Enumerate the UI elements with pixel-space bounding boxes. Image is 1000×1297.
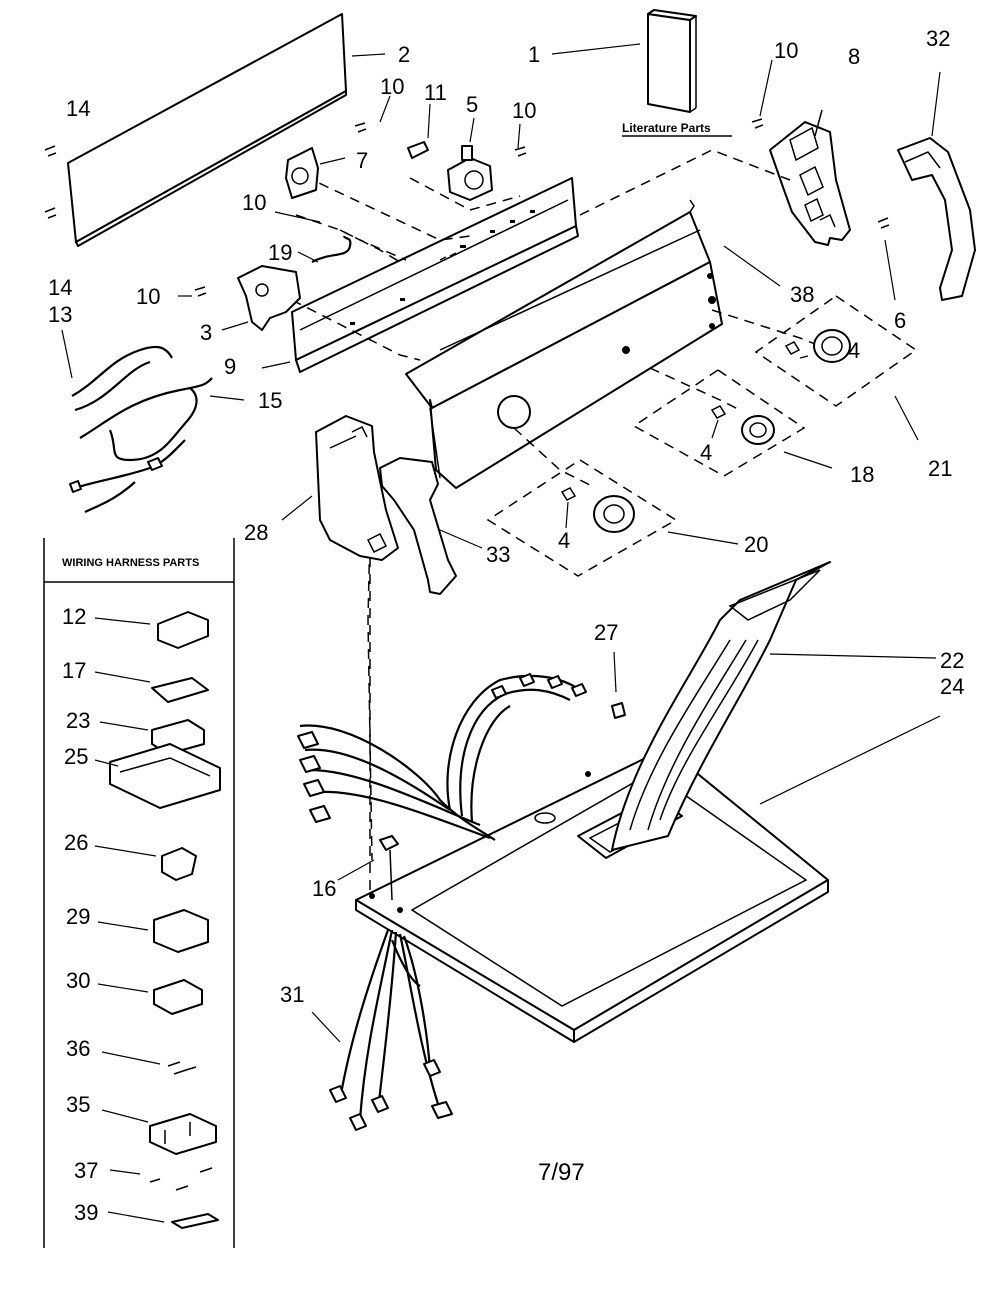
harness-part-30 [97, 979, 203, 1015]
part-7-switch [285, 147, 346, 199]
harness-part-39 [107, 1211, 219, 1229]
part-24-top [355, 715, 941, 1043]
callout-labels: 1 2 3 4 4 4 5 6 7 8 9 10 10 10 10 10 11 … [48, 26, 964, 1225]
harness-part-36 [101, 1051, 197, 1075]
date-code: 7/97 [538, 1159, 585, 1186]
leader-4a [799, 355, 809, 359]
part-31-lower-harness [311, 929, 453, 1131]
harness-label-25: 25 [64, 744, 88, 769]
label-16: 16 [312, 876, 336, 901]
harness-part-35 [101, 1109, 217, 1155]
harness-part-26 [94, 845, 197, 881]
part-8-end-cap [769, 109, 851, 246]
label-27: 27 [594, 620, 618, 645]
harness-label-35: 35 [66, 1092, 90, 1117]
label-1: 1 [528, 42, 540, 67]
label-2: 2 [398, 42, 410, 67]
label-7: 7 [356, 148, 368, 173]
harness-label-12: 12 [62, 604, 86, 629]
label-10-b: 10 [512, 98, 536, 123]
label-14-a: 14 [66, 96, 90, 121]
part-1-literature [551, 9, 697, 113]
label-8: 8 [848, 44, 860, 69]
harness-label-26: 26 [64, 830, 88, 855]
part-5-timer [447, 117, 493, 201]
label-4a: 4 [848, 338, 860, 363]
part-10-screw-c [194, 286, 207, 297]
wiring-harness-title: WIRING HARNESS PARTS [62, 557, 199, 569]
literature-parts-label: Literature Parts [622, 121, 711, 135]
harness-label-23: 23 [66, 708, 90, 733]
harness-part-25 [94, 743, 221, 809]
part-3-bracket [221, 265, 301, 331]
label-6: 6 [894, 308, 906, 333]
label-18: 18 [850, 462, 874, 487]
label-14-b: 14 [48, 275, 72, 300]
part-28-end-bracket [281, 415, 399, 561]
label-38: 38 [790, 282, 814, 307]
label-33: 33 [486, 542, 510, 567]
label-10-a: 10 [380, 74, 404, 99]
label-4c: 4 [558, 528, 570, 553]
label-9: 9 [224, 354, 236, 379]
label-32: 32 [926, 26, 950, 51]
label-19: 19 [268, 240, 292, 265]
harness-label-29: 29 [66, 904, 90, 929]
part-10-screw-b [514, 146, 527, 157]
part-33-end-trim [379, 457, 483, 595]
part-13-15-wire-harness [61, 329, 245, 513]
part-21-knob-assembly [754, 295, 919, 441]
part-6-screw [877, 217, 890, 229]
label-10-c: 10 [774, 38, 798, 63]
harness-part-12 [94, 611, 209, 649]
harness-label-30: 30 [66, 968, 90, 993]
part-10-screw-8 [751, 118, 764, 129]
part-9-control-panel [261, 177, 579, 373]
label-4b: 4 [700, 440, 712, 465]
part-22-duct [611, 561, 937, 851]
main-wire-harness [297, 673, 587, 841]
harness-label-39: 39 [74, 1200, 98, 1225]
part-38-console [405, 199, 781, 489]
part-14-screws [44, 145, 57, 219]
harness-label-17: 17 [62, 658, 86, 683]
part-18-knob-assembly [632, 369, 833, 477]
part-16-clip [337, 835, 399, 901]
label-5: 5 [466, 92, 478, 117]
part-10-screw-a [354, 122, 367, 133]
part-32-end-cap-trim [897, 71, 976, 301]
assembly-dashed-lines [291, 149, 831, 890]
part-20-knob-assembly [486, 459, 739, 577]
harness-label-37: 37 [74, 1158, 98, 1183]
label-24: 24 [940, 674, 964, 699]
label-3: 3 [200, 320, 212, 345]
wiring-harness-box: WIRING HARNESS PARTS [43, 538, 235, 1248]
harness-label-36: 36 [66, 1036, 90, 1061]
part-2-rear-panel [67, 13, 386, 247]
label-15: 15 [258, 388, 282, 413]
label-31: 31 [280, 982, 304, 1007]
label-11: 11 [424, 80, 447, 105]
label-20: 20 [744, 532, 768, 557]
label-28: 28 [244, 520, 268, 545]
leader-10-mid [274, 211, 321, 223]
label-10-e: 10 [136, 284, 160, 309]
harness-part-17 [94, 671, 209, 703]
part-11-clip [407, 103, 431, 159]
leader-4b [711, 419, 719, 439]
part-27-screw [611, 651, 626, 719]
leader-4c [565, 501, 569, 529]
label-13: 13 [48, 302, 72, 327]
part-19-wire [297, 235, 352, 263]
harness-part-37 [109, 1167, 213, 1191]
label-10-d: 10 [242, 190, 266, 215]
label-21: 21 [928, 456, 952, 481]
harness-part-29 [97, 909, 209, 953]
label-22: 22 [940, 648, 964, 673]
